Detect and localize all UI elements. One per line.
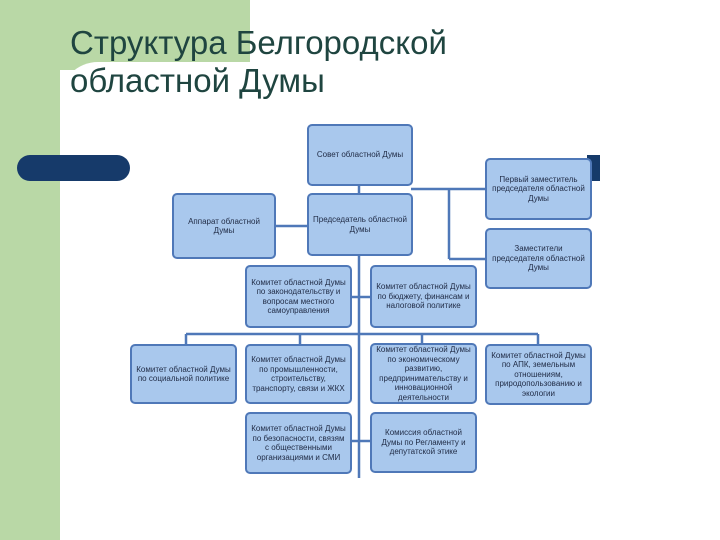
- node-komitet-socialnaya: Комитет областной Думы по социальной пол…: [130, 344, 237, 404]
- background-left-band: [0, 0, 60, 540]
- node-predsedatel: Председатель областной Думы: [307, 193, 413, 256]
- accent-bar-left: [17, 155, 130, 181]
- node-apparat: Аппарат областной Думы: [172, 193, 276, 259]
- line-predsedatel-zam-trunk: [411, 187, 451, 259]
- node-komissiya-reglament: Комиссия областной Думы по Регламенту и …: [370, 412, 477, 473]
- node-komitet-budzhet: Комитет областной Думы по бюджету, финан…: [370, 265, 477, 328]
- node-komitet-bezopasnost: Комитет областной Думы по безопасности, …: [245, 412, 352, 474]
- node-sovet: Совет областной Думы: [307, 124, 413, 186]
- title-line-2: областной Думы: [70, 62, 325, 99]
- node-komitet-ekonomika: Комитет областной Думы по экономическому…: [370, 343, 477, 404]
- node-komitet-apk: Комитет областной Думы по АПК, земельным…: [485, 344, 592, 405]
- slide-title: Структура Белгородской областной Думы: [70, 24, 690, 100]
- node-pervyi-zamestitel: Первый заместитель председателя областно…: [485, 158, 592, 220]
- node-komitet-zakonodatelstvo: Комитет областной Думы по законодательст…: [245, 265, 352, 328]
- title-line-1: Структура Белгородской: [70, 24, 447, 61]
- node-zamestiteli: Заместители председателя областной Думы: [485, 228, 592, 289]
- node-komitet-promyshlennost: Комитет областной Думы по промышленности…: [245, 344, 352, 404]
- background-top-band: [60, 0, 250, 70]
